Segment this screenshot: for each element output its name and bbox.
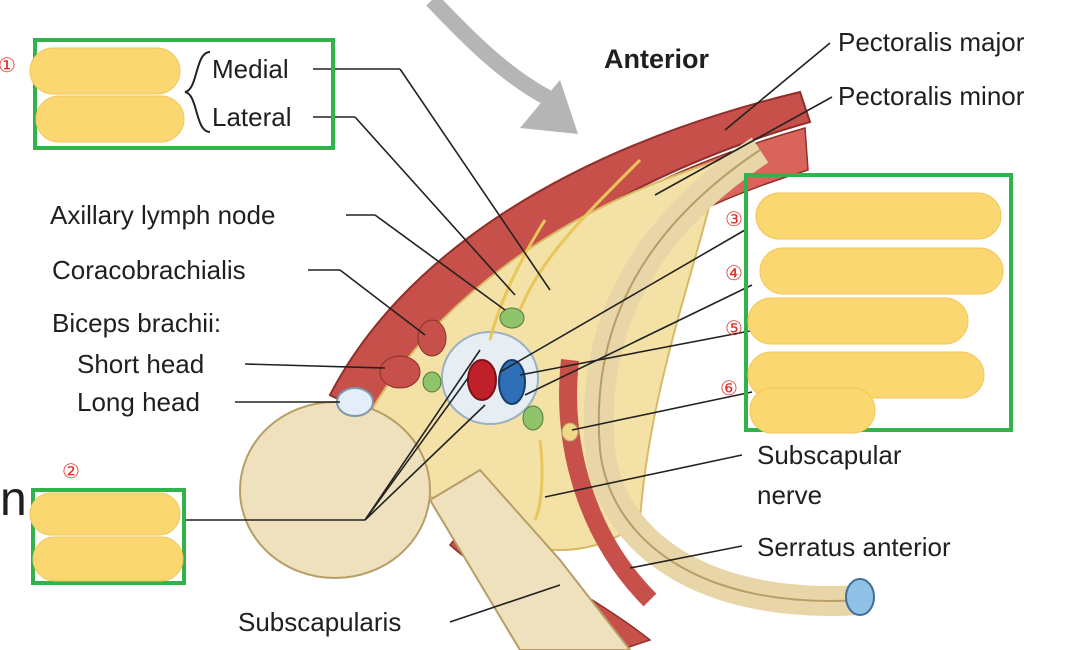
label-medial: Medial: [212, 54, 289, 84]
label-partial-letter: n: [0, 473, 27, 526]
annotation-1: ①: [0, 55, 16, 77]
answer-box-bottom-left: [31, 488, 186, 585]
axillary-vein: [498, 359, 526, 405]
label-anterior: Anterior: [604, 44, 710, 74]
lymph-node-small: [422, 371, 442, 393]
annotation-2: ②: [62, 461, 80, 483]
label-lateral: Lateral: [212, 102, 292, 132]
label-biceps-brachii: Biceps brachii:: [52, 308, 221, 338]
nerve-branches: [488, 158, 642, 521]
label-long-head: Long head: [77, 387, 200, 417]
answer-box-right: [744, 173, 1013, 432]
label-subscapular-line1: Subscapular: [757, 440, 902, 470]
subscapular-nerve-shape: [561, 422, 579, 442]
answer-box-cords: [33, 38, 335, 150]
label-short-head: Short head: [77, 349, 204, 379]
label-coracobrachialis: Coracobrachialis: [52, 255, 246, 285]
label-axillary-lymph-node: Axillary lymph node: [50, 200, 275, 230]
label-serratus-anterior: Serratus anterior: [757, 532, 951, 562]
rotation-arrow: [426, 0, 552, 106]
answer-stickers: [29, 47, 1004, 582]
label-pectoralis-major: Pectoralis major: [838, 27, 1025, 57]
label-subscapularis: Subscapularis: [238, 607, 401, 637]
short-head-muscle: [379, 355, 421, 389]
serratus-anterior-shape: [559, 359, 657, 607]
coracobrachialis-muscle: [417, 319, 447, 357]
humerus-head: [239, 401, 431, 579]
label-subscapular-line2: nerve: [757, 480, 822, 510]
scapula-bone: [428, 468, 632, 650]
axillary-artery: [467, 359, 497, 401]
long-head-tendon: [336, 387, 374, 417]
annotation-5: ⑤: [725, 318, 743, 340]
axillary-lymph-node-shape: [499, 307, 525, 329]
cord-bracket: [184, 51, 211, 133]
rib-curve-outline: [597, 149, 861, 602]
leader-lines: [185, 42, 833, 623]
label-pectoralis-minor: Pectoralis minor: [838, 81, 1025, 111]
rib-end: [845, 578, 875, 616]
annotation-6: ⑥: [720, 378, 738, 400]
annotation-4: ④: [725, 263, 743, 285]
lymph-node-lower: [522, 405, 544, 431]
annotation-3: ③: [725, 209, 743, 231]
rotation-arrow-head: [520, 80, 578, 134]
